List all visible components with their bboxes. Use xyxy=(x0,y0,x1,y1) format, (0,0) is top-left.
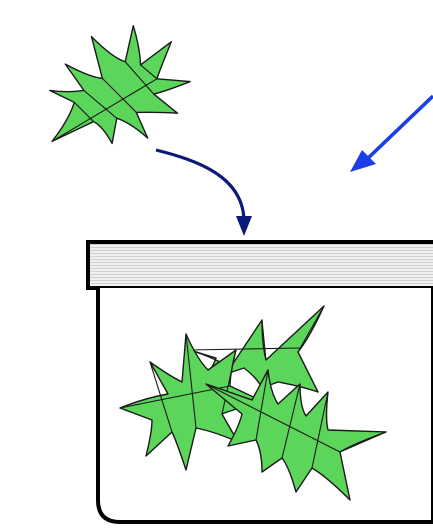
curved-arrow-head xyxy=(236,216,252,236)
falling-leaf xyxy=(17,5,206,179)
curved-arrow xyxy=(156,150,244,222)
blue-arrow-shaft xyxy=(364,96,433,162)
container-lid xyxy=(88,242,433,288)
falling-leaf-blade xyxy=(17,5,206,179)
